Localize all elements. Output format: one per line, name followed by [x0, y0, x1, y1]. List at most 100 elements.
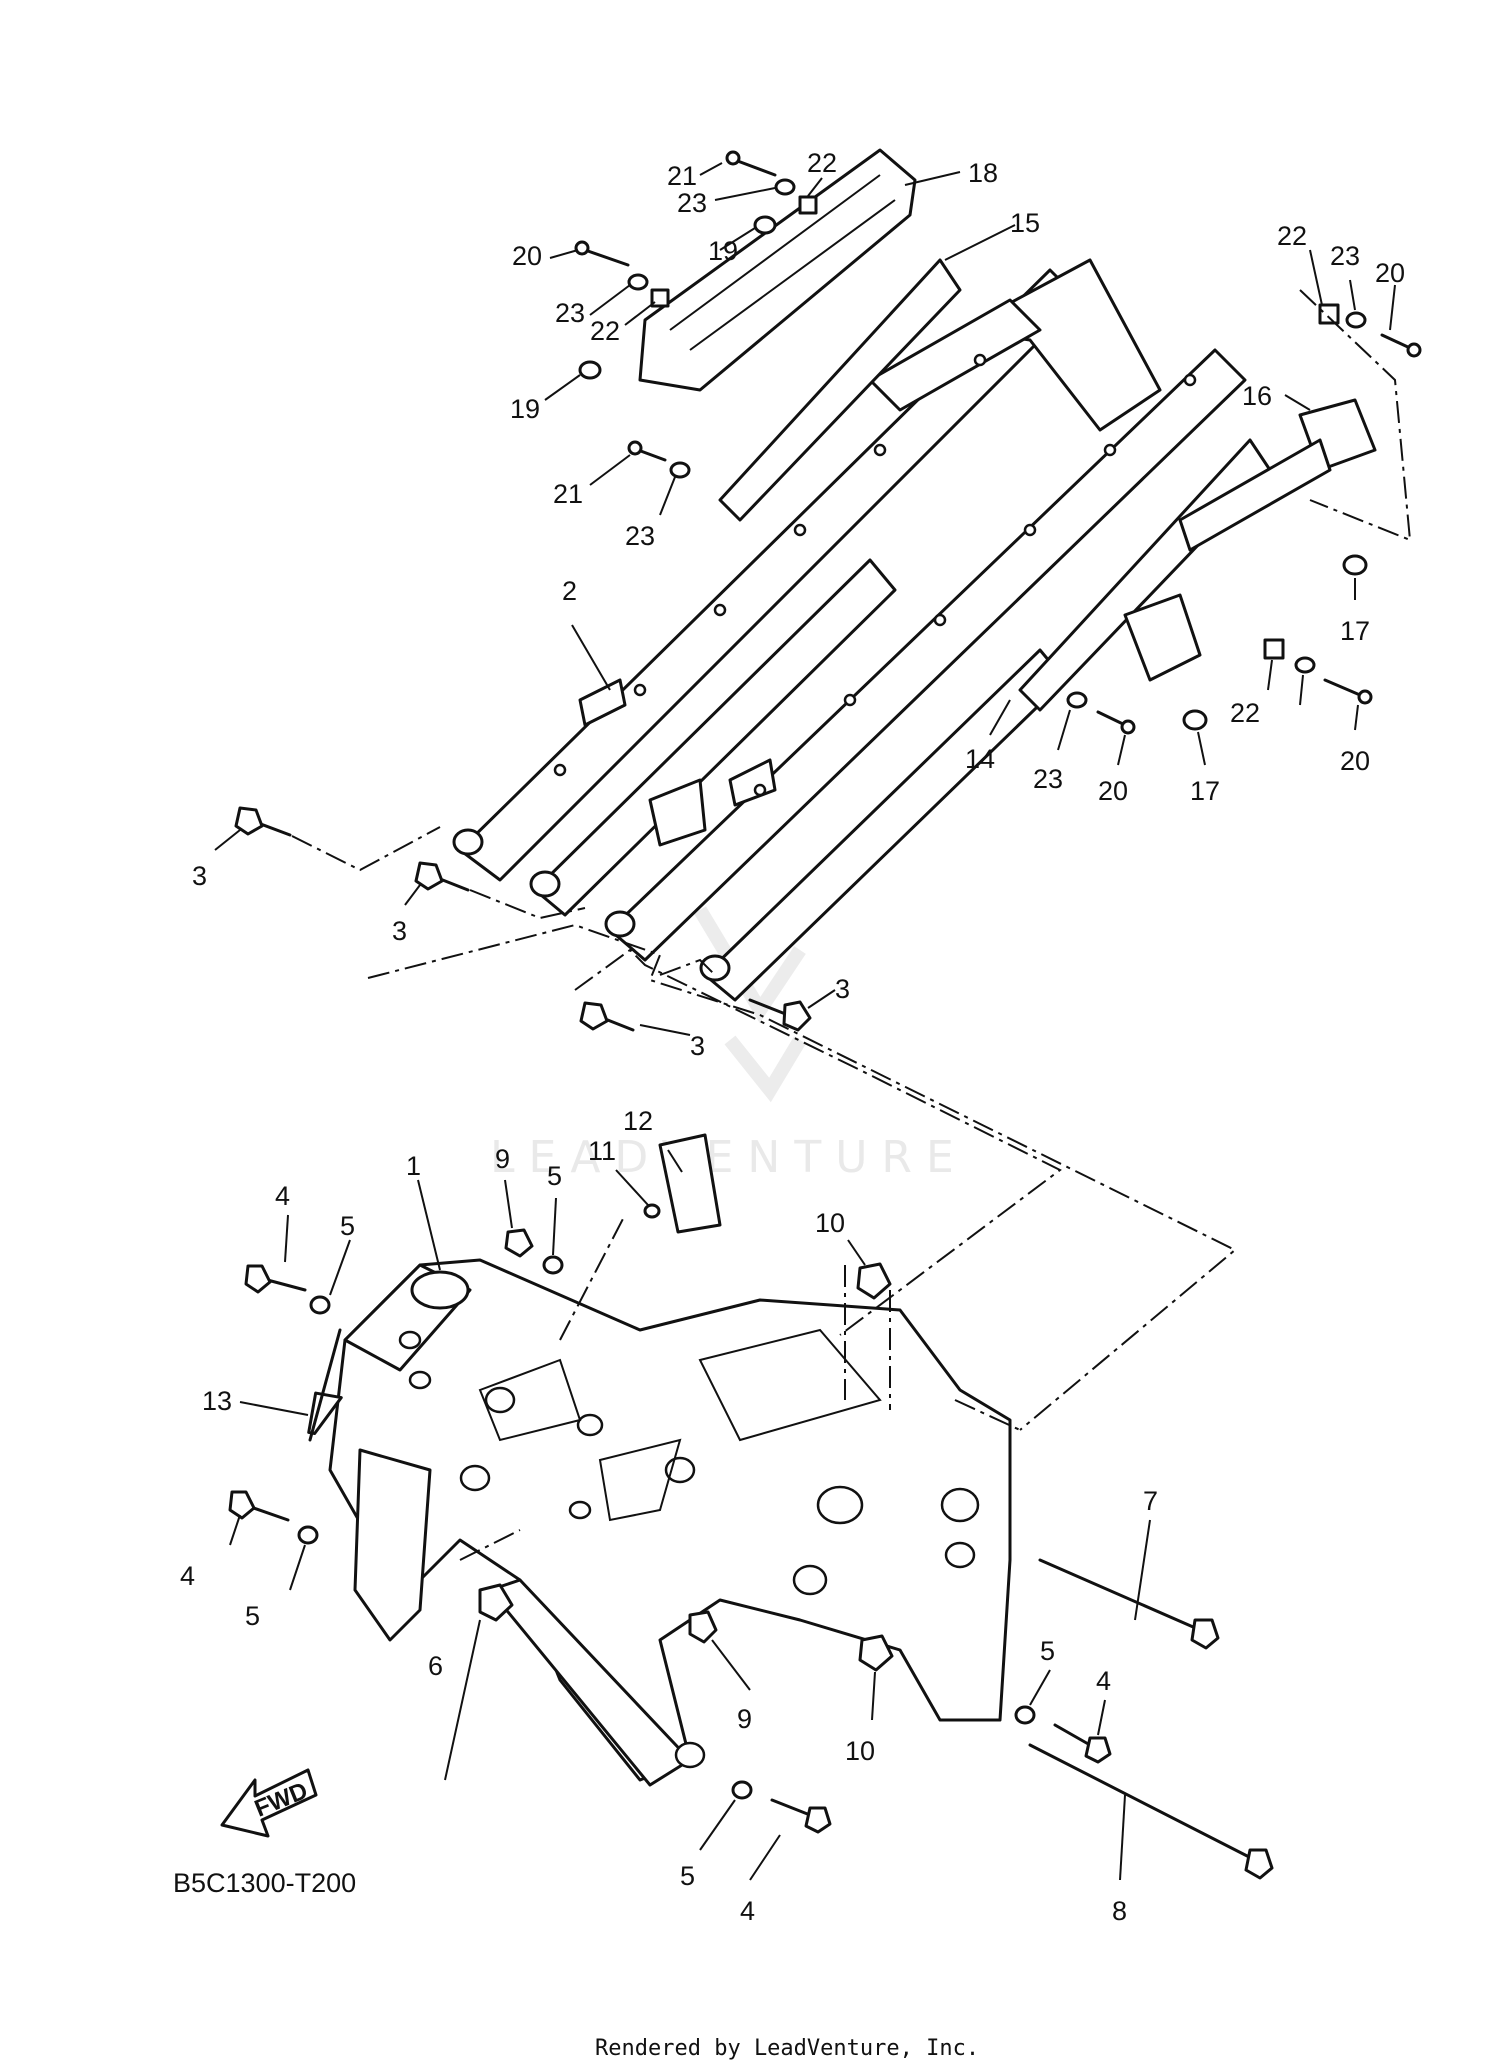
callout-label: 19 [510, 394, 540, 424]
callout-label: 22 [1277, 221, 1307, 251]
washer-5 [542, 1255, 564, 1275]
callout-label: 5 [340, 1211, 355, 1241]
side-plate-left [718, 258, 962, 522]
callout-label: 21 [667, 161, 697, 191]
rail-bracket [578, 678, 627, 727]
callout-label: 3 [835, 974, 850, 1004]
frame-window [478, 1358, 582, 1442]
washer-5 [1014, 1705, 1036, 1725]
callout-label: 1 [406, 1151, 421, 1181]
callout-label: 20 [1098, 776, 1128, 806]
lower-fasteners [228, 1203, 1274, 1880]
nut-17 [1342, 554, 1368, 576]
callout-label: 14 [965, 744, 995, 774]
front-bracket [353, 1448, 432, 1642]
emblem-13 [307, 1391, 343, 1435]
bolt-3 [748, 998, 790, 1017]
callout-label: 15 [1010, 208, 1040, 238]
callout-label: 4 [180, 1561, 195, 1591]
callout-label: 22 [807, 148, 837, 178]
callout-label: 4 [1096, 1666, 1111, 1696]
callout-label: 18 [968, 158, 998, 188]
nut-17 [1182, 709, 1208, 731]
rail-holes [553, 353, 1197, 797]
bolt-7 [1038, 1558, 1202, 1632]
main-frame-assembly [328, 1258, 1012, 1787]
grab-bracket-lower [1123, 593, 1202, 682]
callout-label: 8 [1112, 1896, 1127, 1926]
callout-label: 7 [1143, 1486, 1158, 1516]
callout-label: 20 [1340, 746, 1370, 776]
callout-label: 11 [588, 1136, 616, 1166]
callout-label: 16 [1242, 381, 1272, 411]
callout-label: 5 [245, 1601, 260, 1631]
washer-23 [669, 461, 691, 479]
callout-label: 23 [1330, 241, 1360, 271]
callout-label: 19 [708, 236, 738, 266]
bracket-detail [669, 174, 896, 351]
rail-end-mount [529, 870, 561, 898]
bolt-20 [733, 158, 777, 177]
callout-label: 21 [553, 479, 583, 509]
collar-22 [1318, 303, 1340, 325]
callout-label: 13 [202, 1386, 232, 1416]
callout-label: 3 [192, 861, 207, 891]
render-credit: Rendered by LeadVenture, Inc. [595, 2036, 979, 2061]
callout-label: 6 [428, 1651, 443, 1681]
callout-label: 17 [1340, 616, 1370, 646]
steering-head-top [410, 1270, 470, 1310]
frame-cutout [598, 1438, 682, 1522]
callout-label: 22 [1230, 698, 1260, 728]
callout-label: 10 [815, 1208, 845, 1238]
collar-22 [650, 288, 670, 308]
clip-11 [643, 1203, 661, 1219]
callout-label: 22 [590, 316, 620, 346]
washer-23 [1345, 311, 1367, 329]
callout-label: 20 [512, 241, 542, 271]
rail-end-mount [699, 954, 731, 982]
grab-rail-arm [1178, 438, 1332, 552]
bolt-10 [858, 1634, 894, 1672]
bolt-20 [583, 248, 630, 267]
bolt-10 [856, 1262, 892, 1300]
diagram-code: B5C1300-T200 [173, 1868, 356, 1898]
collar-22 [1263, 638, 1285, 660]
emblem-13-edge [308, 1328, 342, 1442]
bolt-6 [478, 1583, 514, 1622]
watermark-logo [693, 906, 807, 1103]
washer-5 [731, 1780, 753, 1800]
right-upper-rail [608, 348, 1247, 962]
bolt-20 [1380, 333, 1412, 350]
upper-fasteners [574, 150, 1422, 735]
callout-label: 2 [562, 576, 577, 606]
nut-19 [753, 215, 777, 235]
callout-label: 4 [275, 1181, 290, 1211]
washer-23 [774, 178, 796, 196]
callout-label: 9 [737, 1704, 752, 1734]
washer-23 [1066, 691, 1088, 709]
callout-label: 23 [625, 521, 655, 551]
callout-label: 23 [555, 298, 585, 328]
forward-arrow-icon: FWD [220, 1768, 318, 1838]
callout-label: 3 [392, 916, 407, 946]
rear-bracket-18 [638, 148, 917, 392]
callout-label: 17 [1190, 776, 1220, 806]
bolt-4 [1053, 1723, 1092, 1747]
callout-label: 5 [680, 1861, 695, 1891]
collar-22 [798, 195, 818, 215]
callout-labels: 21 23 22 18 19 15 20 23 22 19 21 23 22 2… [180, 148, 1405, 1926]
callout-label: 3 [690, 1031, 705, 1061]
watermark-text: LEADVENTURE [490, 1132, 968, 1183]
rear-frame-bolts [234, 806, 812, 1032]
callout-label: 9 [495, 1144, 510, 1174]
rail-bracket [648, 778, 707, 847]
washer-5 [297, 1525, 319, 1545]
nut-9 [504, 1228, 534, 1258]
callout-label: 5 [547, 1161, 562, 1191]
callout-label: 23 [1033, 764, 1063, 794]
callout-label: 23 [677, 188, 707, 218]
bolt-21 [636, 448, 667, 462]
nut-9 [688, 1610, 718, 1644]
frame-cutout [698, 1328, 882, 1442]
callout-label: 12 [623, 1106, 653, 1136]
